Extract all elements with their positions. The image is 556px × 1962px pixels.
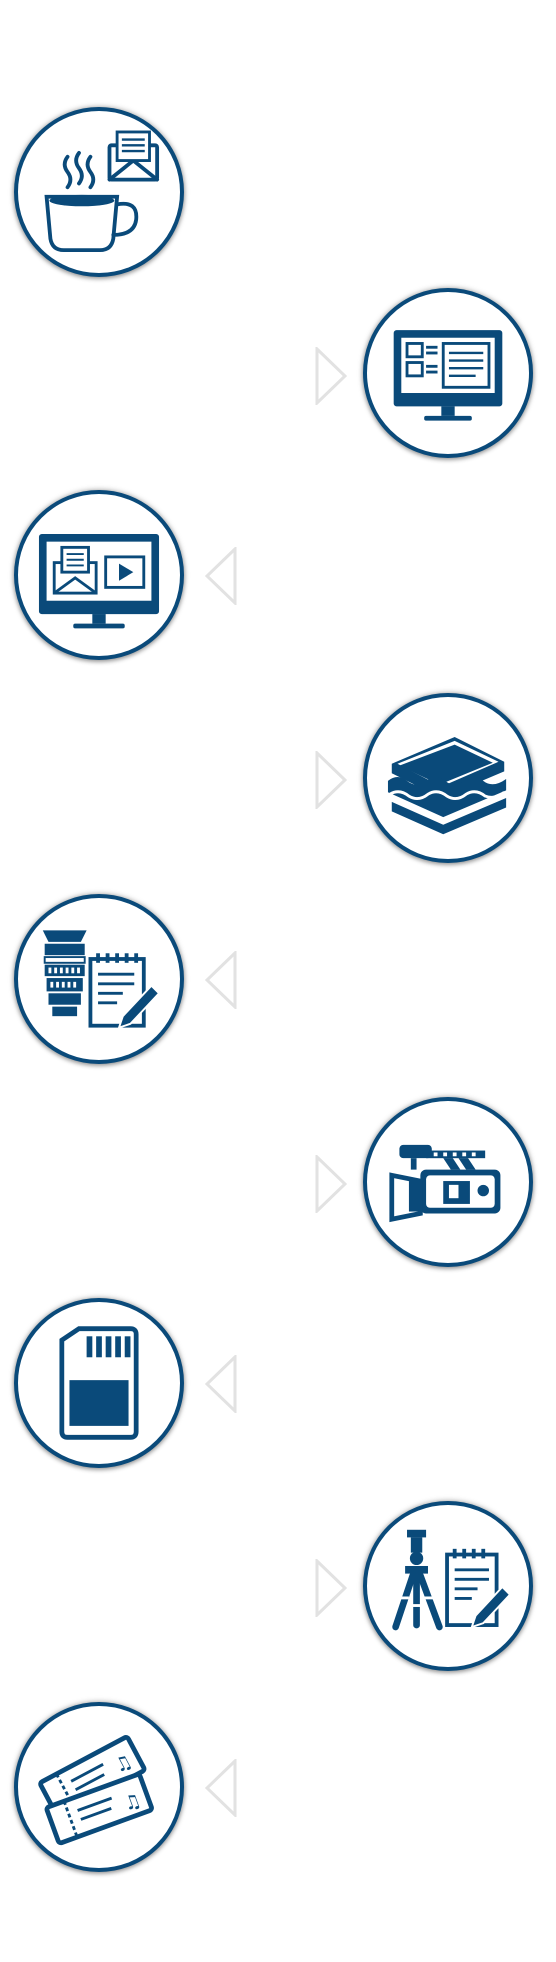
connector-arrow-8: [204, 1757, 239, 1819]
concert-tickets-icon: ♫ ♫: [38, 1735, 154, 1846]
monitor-email-video-icon: [38, 534, 160, 629]
monitor-layout-icon: [393, 330, 503, 421]
connector-arrow-3: [313, 749, 348, 811]
timeline-step-2: [363, 288, 533, 458]
coffee-and-email-icon: [44, 130, 160, 253]
timeline-step-7: [14, 1298, 184, 1468]
memory-card-icon: [59, 1326, 139, 1440]
timeline-step-5: [14, 894, 184, 1064]
lens-and-notepad-icon: [42, 930, 161, 1030]
timeline-step-9: ♫ ♫: [14, 1702, 184, 1872]
timeline-step-3: [14, 490, 184, 660]
video-camera-icon: [389, 1144, 501, 1223]
connector-arrow-1: [313, 345, 348, 407]
connector-arrow-6: [204, 1353, 239, 1415]
sandwich-icon: [387, 737, 507, 835]
timeline-step-6: [363, 1097, 533, 1267]
connector-arrow-7: [313, 1557, 348, 1619]
tripod-and-notepad-icon: [392, 1529, 512, 1631]
svg-text:♫: ♫: [121, 1789, 145, 1816]
timeline-step-8: [363, 1501, 533, 1671]
timeline-step-1: [14, 107, 184, 277]
connector-arrow-2: [204, 545, 239, 607]
timeline-step-4: [363, 693, 533, 863]
connector-arrow-5: [313, 1153, 348, 1215]
connector-arrow-4: [204, 949, 239, 1011]
